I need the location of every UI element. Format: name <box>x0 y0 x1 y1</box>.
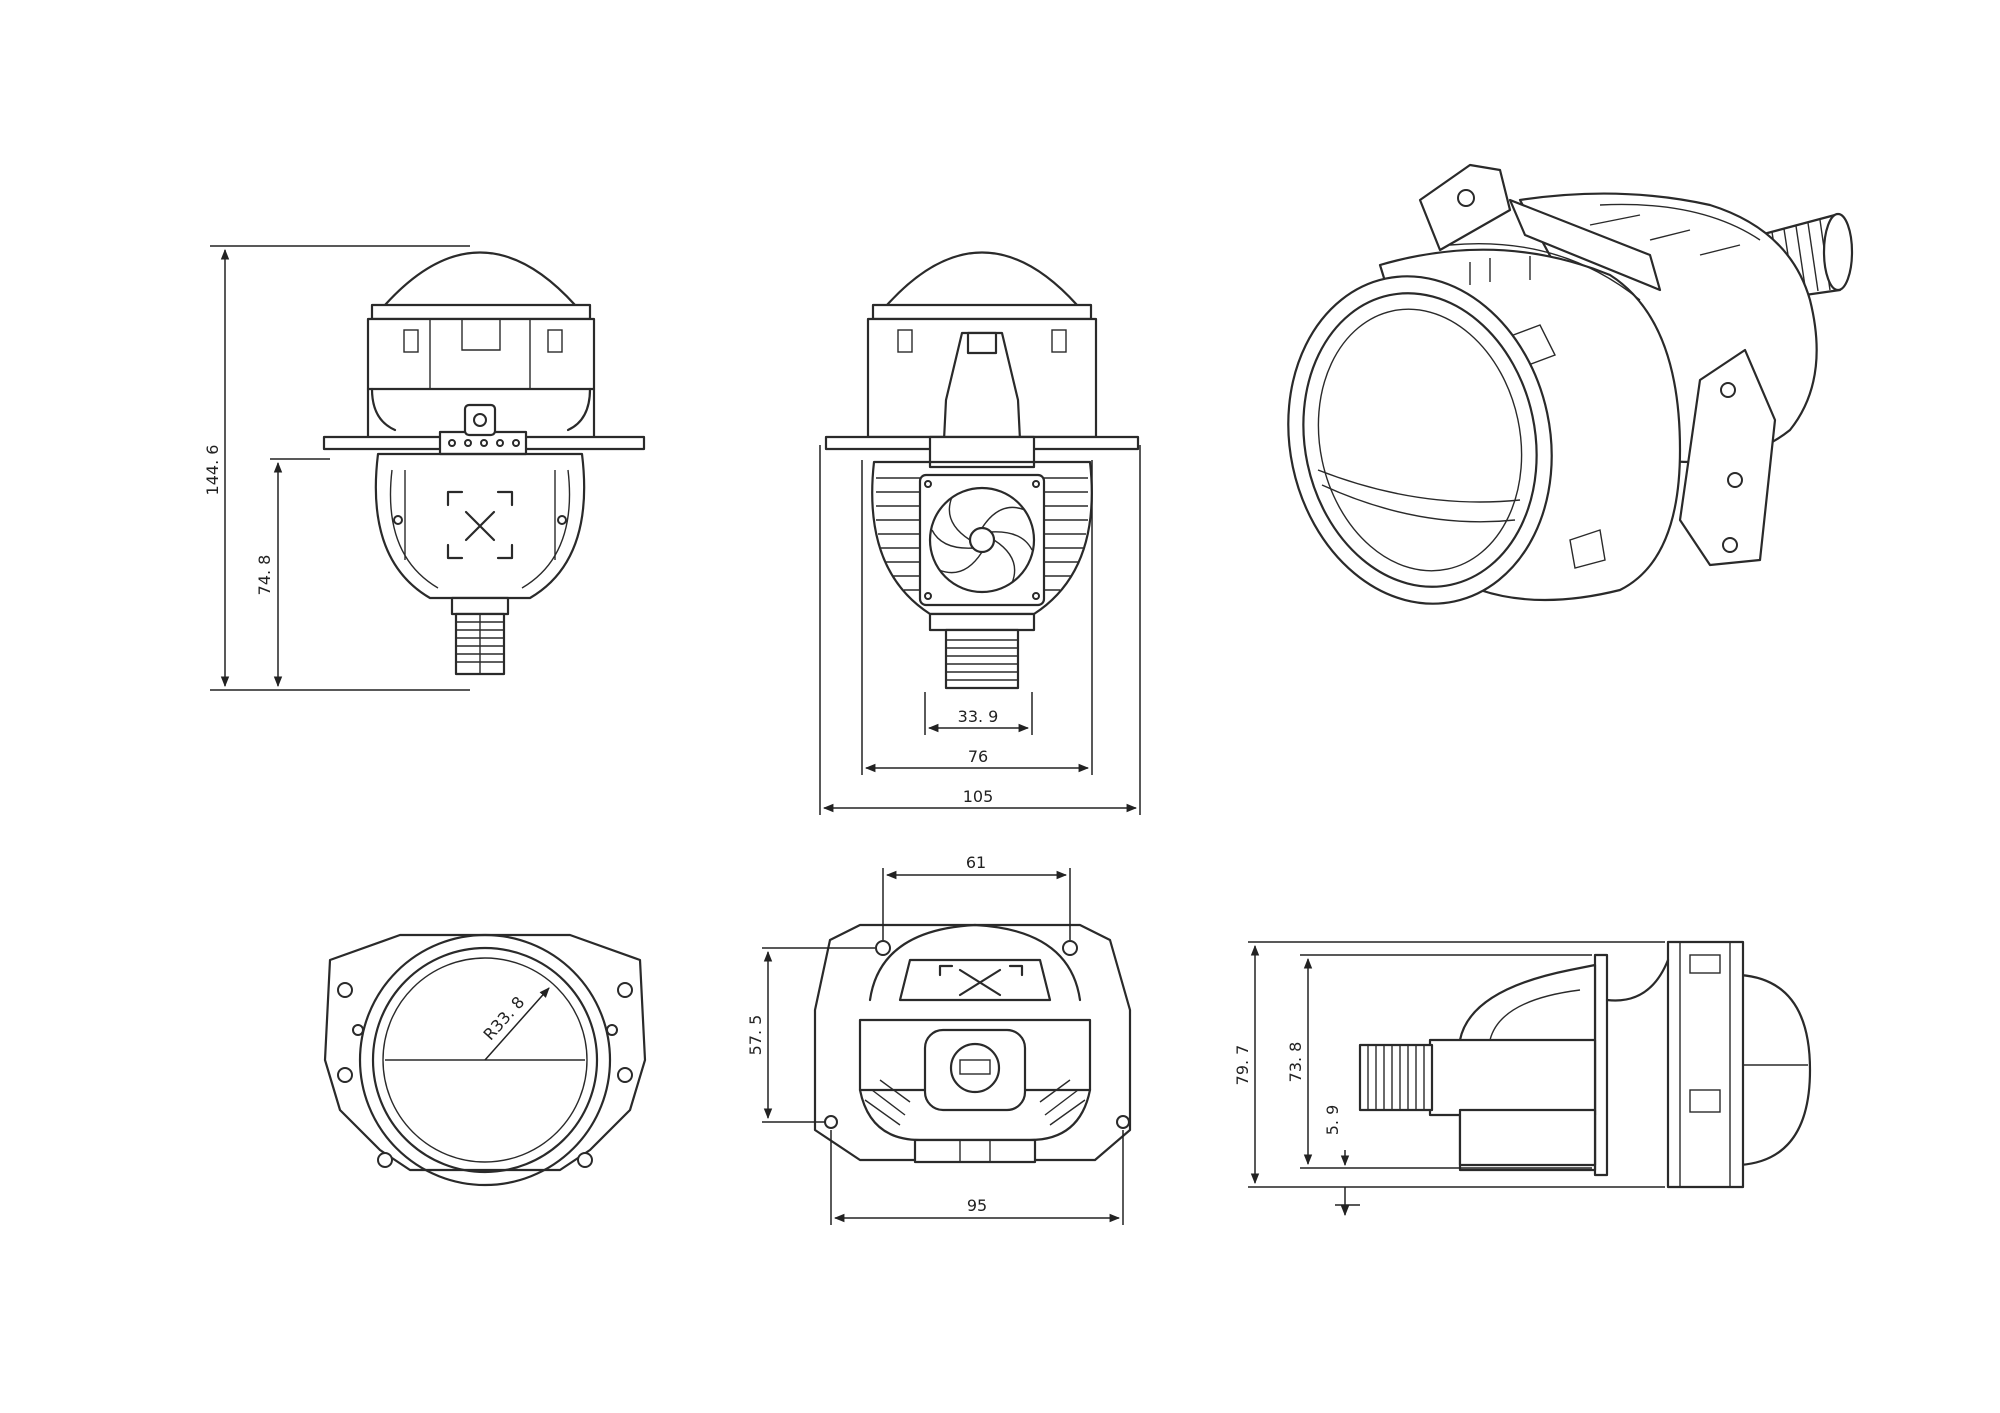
isometric-view <box>1287 163 1854 605</box>
iso-thread <box>1758 212 1854 302</box>
iso-lens <box>1287 275 1553 605</box>
profile-thread-lines <box>1367 1045 1425 1110</box>
front-lens-view: R33. 8 <box>323 933 647 1187</box>
dim-profile-height: 79. 7 <box>1233 1045 1252 1086</box>
logo-mark <box>446 490 514 560</box>
dim-offset: 5. 9 <box>1323 1105 1342 1136</box>
dim-profile-inner-height: 73. 8 <box>1286 1042 1305 1083</box>
dim-body-width: 76 <box>968 747 988 766</box>
dim-thread-width: 33. 9 <box>958 707 999 726</box>
logo-mark-bottom <box>938 964 1024 997</box>
front-elevation-view: 144. 6 74. 8 <box>203 245 646 691</box>
rear-elevation-view: 33. 9 76 105 <box>819 251 1141 815</box>
dim-flange-width: 105 <box>963 787 994 806</box>
dim-side-height: 57. 5 <box>746 1015 765 1056</box>
dim-total-height: 144. 6 <box>203 445 222 496</box>
cooling-fan <box>924 480 1040 600</box>
thread-lines <box>456 614 504 674</box>
bottom-rear-view: 61 57. 5 95 <box>746 853 1132 1225</box>
dim-top-hole-spacing: 61 <box>966 853 986 872</box>
thread-lines-rear <box>946 639 1018 681</box>
side-profile-view: 79. 7 73. 8 5. 9 <box>1233 940 1812 1217</box>
bottom-fins <box>864 1079 1086 1126</box>
dim-bottom-hole-spacing: 95 <box>967 1196 987 1215</box>
dim-lower-height: 74. 8 <box>255 555 274 596</box>
